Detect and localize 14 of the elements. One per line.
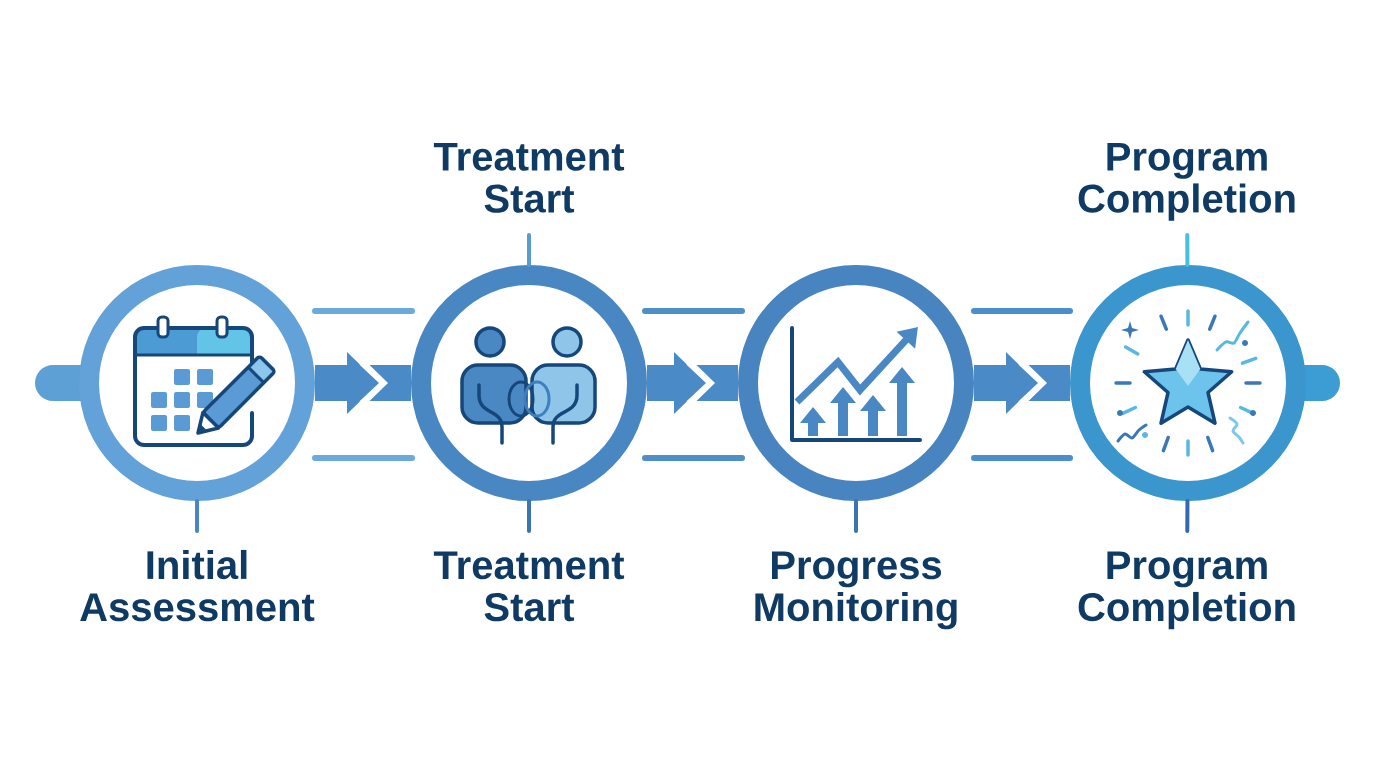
leader-line [527, 233, 531, 267]
step-label: Progress Monitoring [755, 551, 957, 630]
leader-line [854, 499, 858, 533]
leader-line [1185, 499, 1190, 533]
leader-line [527, 499, 531, 533]
step-circle [1070, 265, 1306, 501]
step-label: Treatment Start [433, 142, 625, 213]
step-label: Program Completion [1078, 551, 1295, 630]
step-label: Treatment Start [433, 551, 625, 622]
leader-line [1185, 233, 1190, 267]
leader-line [195, 499, 199, 533]
step-label: Initial Assessment [80, 549, 315, 622]
step-label: Program Completion [1078, 142, 1295, 221]
step-circle [738, 265, 974, 501]
